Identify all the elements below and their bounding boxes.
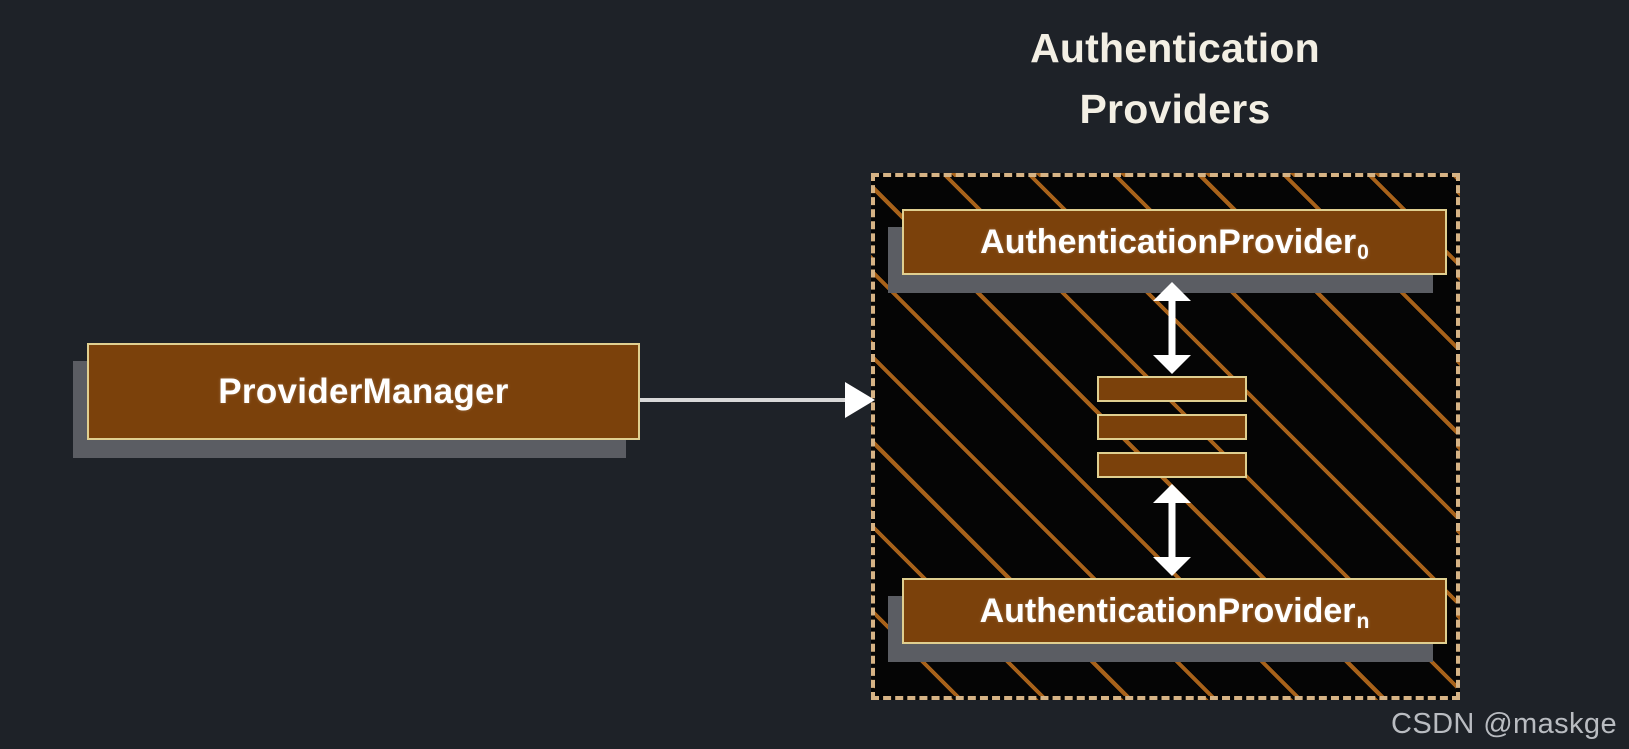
provider-n-base-text: AuthenticationProvider [979, 591, 1356, 630]
node-provider-manager-label: ProviderManager [218, 371, 509, 411]
page-title: Authentication Providers [1030, 25, 1320, 132]
provider-0-base-text: AuthenticationProvider [980, 222, 1357, 261]
ellipsis-bar [1097, 452, 1247, 478]
ellipsis-bar [1097, 414, 1247, 440]
arrow-manager-to-providers [640, 382, 875, 418]
ellipsis-bar [1097, 376, 1247, 402]
watermark: CSDN @maskge [1390, 708, 1617, 740]
node-provider-manager[interactable]: ProviderManager [87, 343, 640, 440]
provider-0-subscript: 0 [1357, 240, 1369, 264]
provider-n-subscript: n [1356, 609, 1370, 633]
